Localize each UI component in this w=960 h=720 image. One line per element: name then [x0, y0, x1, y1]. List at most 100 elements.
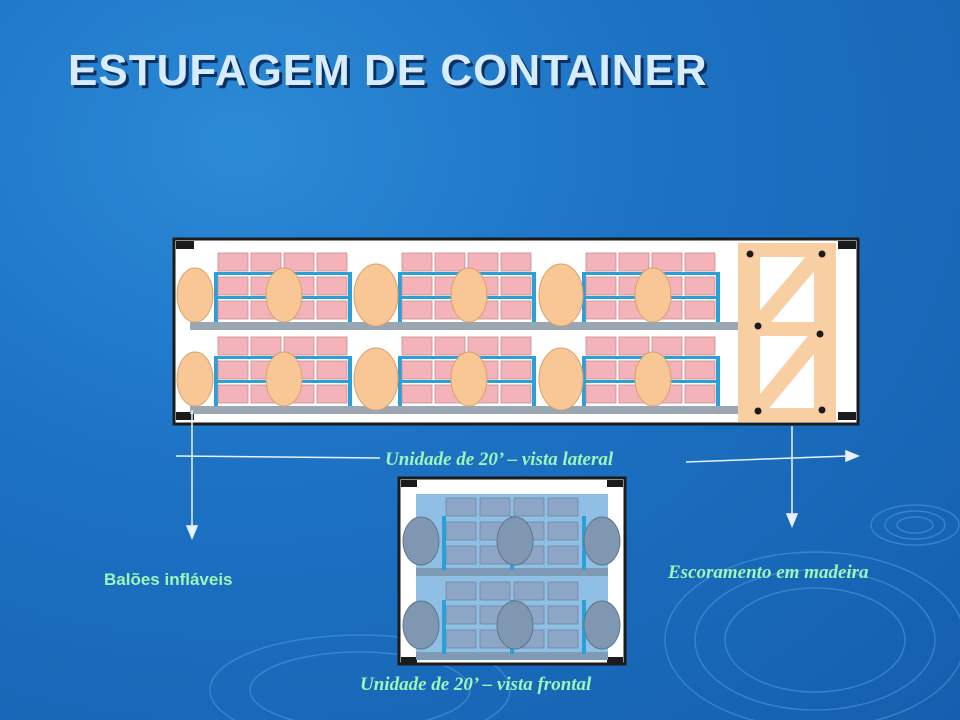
cargo-box [316, 252, 348, 272]
cargo-box [250, 336, 282, 356]
inflatable-balloon [634, 267, 672, 323]
front-cargo-box [445, 629, 477, 649]
cargo-box [684, 384, 716, 404]
cargo-box [500, 300, 532, 320]
page-title: ESTUFAGEM DE CONTAINER [68, 46, 708, 95]
cargo-box [217, 276, 249, 296]
ripple-decoration [209, 504, 960, 720]
inflatable-balloon [176, 351, 214, 407]
bracing-label: Escoramento em madeira [668, 562, 869, 583]
inflatable-balloon [450, 267, 488, 323]
inflatable-balloon [265, 351, 303, 407]
bracing-bolt [754, 322, 762, 330]
cargo-box [618, 336, 650, 356]
front-cargo-box [547, 605, 579, 625]
cargo-box [684, 252, 716, 272]
inflatable-balloon [538, 347, 584, 411]
cargo-box [684, 336, 716, 356]
side-view-label: Unidade de 20’ – vista lateral [385, 449, 614, 470]
cargo-box [316, 336, 348, 356]
front-cargo-box [445, 545, 477, 565]
bracing-diagonal [747, 328, 827, 420]
floor-pallet-base [190, 406, 738, 414]
bracing-bolt [816, 330, 824, 338]
bracing-bolt [754, 407, 762, 415]
front-floor-base [416, 652, 608, 660]
cargo-box [500, 384, 532, 404]
front-cargo-box [479, 581, 511, 601]
front-balloon [402, 600, 440, 650]
bracing-bolt [818, 250, 826, 258]
pallet-rack [582, 336, 720, 410]
cargo-box [250, 252, 282, 272]
corner-casting [176, 241, 194, 249]
cargo-box [401, 300, 433, 320]
side-view-container [172, 237, 860, 426]
cargo-box [401, 360, 433, 380]
front-balloon [583, 600, 621, 650]
wood-bracing [738, 243, 836, 422]
side-view-arrow-left [175, 455, 381, 459]
cargo-box [217, 300, 249, 320]
cargo-box [500, 252, 532, 272]
front-cargo-box [547, 497, 579, 517]
cargo-box [585, 300, 617, 320]
front-view-label: Unidade de 20’ – vista frontal [360, 674, 592, 695]
cargo-box [316, 276, 348, 296]
inflatable-balloon [176, 267, 214, 323]
cargo-box [217, 360, 249, 380]
front-cargo-box [479, 497, 511, 517]
cargo-box [217, 384, 249, 404]
inflatable-balloon [353, 347, 399, 411]
front-balloon [583, 516, 621, 566]
front-cargo-box [445, 581, 477, 601]
arrows [175, 410, 860, 540]
cargo-box [500, 276, 532, 296]
front-balloon [496, 516, 534, 566]
bracing-diagonal [747, 246, 827, 336]
front-balloon [496, 600, 534, 650]
inflatable-balloon [353, 263, 399, 327]
inflatable-balloon [634, 351, 672, 407]
cargo-box [684, 276, 716, 296]
cargo-box [316, 384, 348, 404]
cargo-box [618, 252, 650, 272]
cargo-box [217, 252, 249, 272]
cargo-box [684, 300, 716, 320]
bracing-bolt [818, 406, 826, 414]
bracing-arrow-head [785, 513, 799, 528]
front-floor-base [416, 568, 608, 576]
cargo-box [684, 360, 716, 380]
front-cargo-box [513, 581, 545, 601]
front-balloon [402, 516, 440, 566]
inflatable-balloon [265, 267, 303, 323]
cargo-box [585, 276, 617, 296]
cargo-box [401, 384, 433, 404]
balloons-label: Balões infláveis [104, 570, 233, 589]
front-cargo-box [547, 521, 579, 541]
cargo-box [434, 336, 466, 356]
front-cargo-box [445, 605, 477, 625]
corner-casting [401, 480, 417, 487]
front-cargo-box [547, 545, 579, 565]
front-rack-upright [442, 516, 446, 570]
cargo-box [401, 276, 433, 296]
bracing-bolt [746, 250, 754, 258]
cargo-box [467, 252, 499, 272]
front-cargo-box [445, 497, 477, 517]
cargo-box [283, 336, 315, 356]
cargo-box [500, 336, 532, 356]
cargo-box [585, 252, 617, 272]
cargo-box [316, 300, 348, 320]
corner-casting [176, 412, 194, 420]
corner-casting [838, 241, 856, 249]
cargo-box [217, 336, 249, 356]
inflatable-balloon [450, 351, 488, 407]
cargo-box [316, 360, 348, 380]
front-cargo-box [547, 581, 579, 601]
cargo-box [500, 360, 532, 380]
corner-casting [838, 412, 856, 420]
front-rack-upright [442, 600, 446, 654]
cargo-box [585, 360, 617, 380]
front-cargo-box [547, 629, 579, 649]
